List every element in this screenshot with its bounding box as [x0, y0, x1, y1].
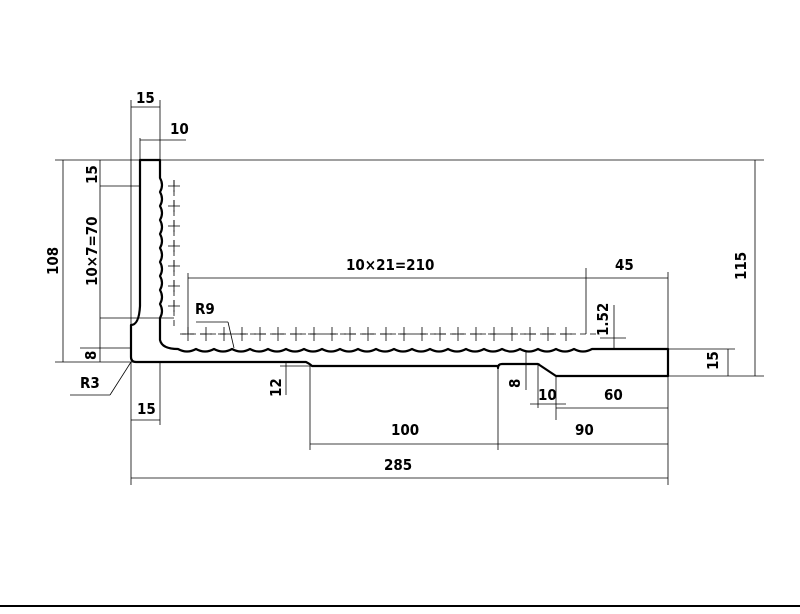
profile-outline: [129, 158, 670, 378]
dim-horizontal-pitch: 10×21=210: [346, 256, 434, 274]
dim-notch-height: 8: [506, 379, 524, 388]
vertical-hole-marks: [168, 180, 180, 312]
dim-overall-height-right: 115: [732, 252, 750, 280]
dim-right-end-height: 15: [704, 351, 722, 370]
dim-middle-length: 100: [391, 421, 419, 439]
dim-notch-width: 10: [538, 386, 557, 404]
dim-base-height-left: 8: [82, 351, 100, 360]
dim-base-width-left: 15: [137, 400, 156, 418]
dim-right-end-width: 60: [604, 386, 623, 404]
dim-vertical-top: 15: [83, 165, 101, 184]
dim-offset-small: 1.52: [594, 303, 612, 336]
horizontal-hole-marks: [182, 327, 572, 341]
dim-inner-width: 10: [170, 120, 189, 138]
dim-step-height: 12: [267, 378, 285, 397]
dim-right-segment: 45: [615, 256, 634, 274]
dim-radius-small: R3: [80, 374, 100, 392]
dimension-lines: [55, 100, 764, 485]
dim-right-length: 90: [575, 421, 594, 439]
dim-top-width: 15: [136, 89, 155, 107]
dim-overall-height-left: 108: [44, 247, 62, 275]
dim-total-length: 285: [384, 456, 412, 474]
dim-radius-large: R9: [195, 300, 215, 318]
dim-vertical-pitch: 10×7=70: [83, 216, 101, 286]
